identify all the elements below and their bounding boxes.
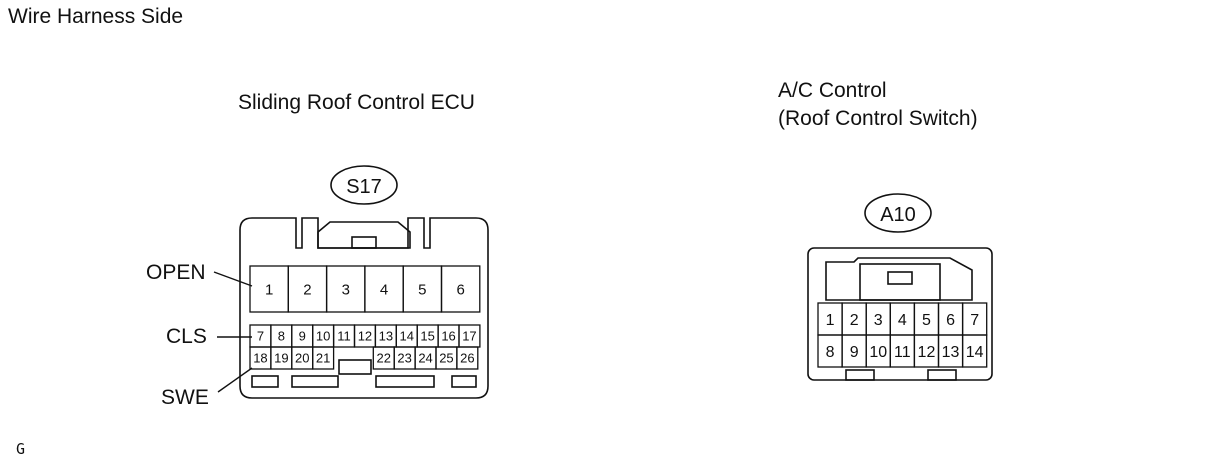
switch-pin-14-cell xyxy=(961,334,988,368)
switch-connector-id: A10 xyxy=(880,204,916,226)
figure-code: G xyxy=(16,440,26,458)
switch-pin-14: 14 xyxy=(966,344,984,361)
switch-pin-5: 5 xyxy=(922,312,931,329)
ecu-pin-12: 12 xyxy=(358,329,372,344)
callout-cls-label: CLS xyxy=(166,325,207,348)
ecu-pin-26: 26 xyxy=(460,351,474,366)
ecu-key xyxy=(451,375,477,388)
ecu-pin-5: 5 xyxy=(418,281,426,298)
ecu-latch xyxy=(317,221,411,249)
ecu-pin-15: 15 xyxy=(420,329,434,344)
ecu-pin-9: 9 xyxy=(299,329,306,344)
callout-open-label: OPEN xyxy=(146,261,206,284)
ecu-key xyxy=(251,375,279,388)
switch-pin-6: 6 xyxy=(946,312,955,329)
ecu-pin-14: 14 xyxy=(400,329,414,344)
switch-title-line1: A/C Control xyxy=(778,79,887,102)
switch-pin-2: 2 xyxy=(850,312,859,329)
callout-open-leader xyxy=(213,271,253,287)
switch-pin-12: 12 xyxy=(918,344,936,361)
ecu-pin-22: 22 xyxy=(377,351,391,366)
ecu-pin-26-cell xyxy=(456,346,479,370)
ecu-pin-13: 13 xyxy=(379,329,393,344)
ecu-pin-24: 24 xyxy=(418,351,432,366)
switch-pin-3: 3 xyxy=(874,312,883,329)
ecu-pin-25: 25 xyxy=(439,351,453,366)
ecu-pin-23: 23 xyxy=(397,351,411,366)
switch-pin-11: 11 xyxy=(894,344,911,361)
switch-latch xyxy=(825,257,973,301)
switch-pin-1: 1 xyxy=(826,312,835,329)
ecu-key xyxy=(375,375,435,388)
switch-latch-inner xyxy=(859,263,941,301)
ecu-pin-6: 6 xyxy=(456,281,464,298)
ecu-pin-1: 1 xyxy=(265,281,273,298)
callout-swe-leader xyxy=(217,367,253,393)
ecu-center-key xyxy=(338,359,372,375)
switch-key xyxy=(845,369,875,381)
ecu-latch-tab xyxy=(351,236,377,249)
ecu-pin-18: 18 xyxy=(253,351,267,366)
ecu-pin-3: 3 xyxy=(342,281,350,298)
switch-pin-8: 8 xyxy=(826,344,835,361)
switch-latch-tab xyxy=(887,271,913,285)
switch-connector-housing xyxy=(807,247,993,381)
ecu-pin-16: 16 xyxy=(441,329,455,344)
ecu-pin-11: 11 xyxy=(337,329,351,344)
ecu-pin-21: 21 xyxy=(316,351,330,366)
ecu-connector-id-oval xyxy=(330,165,398,205)
switch-pin-4: 4 xyxy=(898,312,907,329)
switch-pin-7: 7 xyxy=(970,312,979,329)
ecu-pin-6-cell xyxy=(440,265,481,313)
switch-key xyxy=(927,369,957,381)
ecu-key xyxy=(291,375,339,388)
ecu-title: Sliding Roof Control ECU xyxy=(238,91,475,114)
ecu-pin-21-cell xyxy=(312,346,335,370)
ecu-pin-4: 4 xyxy=(380,281,388,298)
ecu-pin-8: 8 xyxy=(278,329,285,344)
callout-swe-label: SWE xyxy=(161,386,209,409)
ecu-pin-17: 17 xyxy=(462,329,476,344)
switch-connector-id-oval xyxy=(864,193,932,233)
ecu-pin-19: 19 xyxy=(274,351,288,366)
ecu-connector-housing xyxy=(239,217,489,399)
ecu-pin-20: 20 xyxy=(295,351,309,366)
switch-pin-10: 10 xyxy=(869,344,887,361)
ecu-pin-10: 10 xyxy=(316,329,330,344)
switch-title-line2: (Roof Control Switch) xyxy=(778,107,978,130)
ecu-connector-id: S17 xyxy=(346,176,382,198)
ecu-pin-2: 2 xyxy=(303,281,311,298)
ecu-pin-7: 7 xyxy=(257,329,264,344)
switch-pin-9: 9 xyxy=(850,344,859,361)
switch-pin-13: 13 xyxy=(942,344,960,361)
page-header: Wire Harness Side xyxy=(8,5,184,28)
switch-title: A/C Control (Roof Control Switch) xyxy=(778,77,978,133)
